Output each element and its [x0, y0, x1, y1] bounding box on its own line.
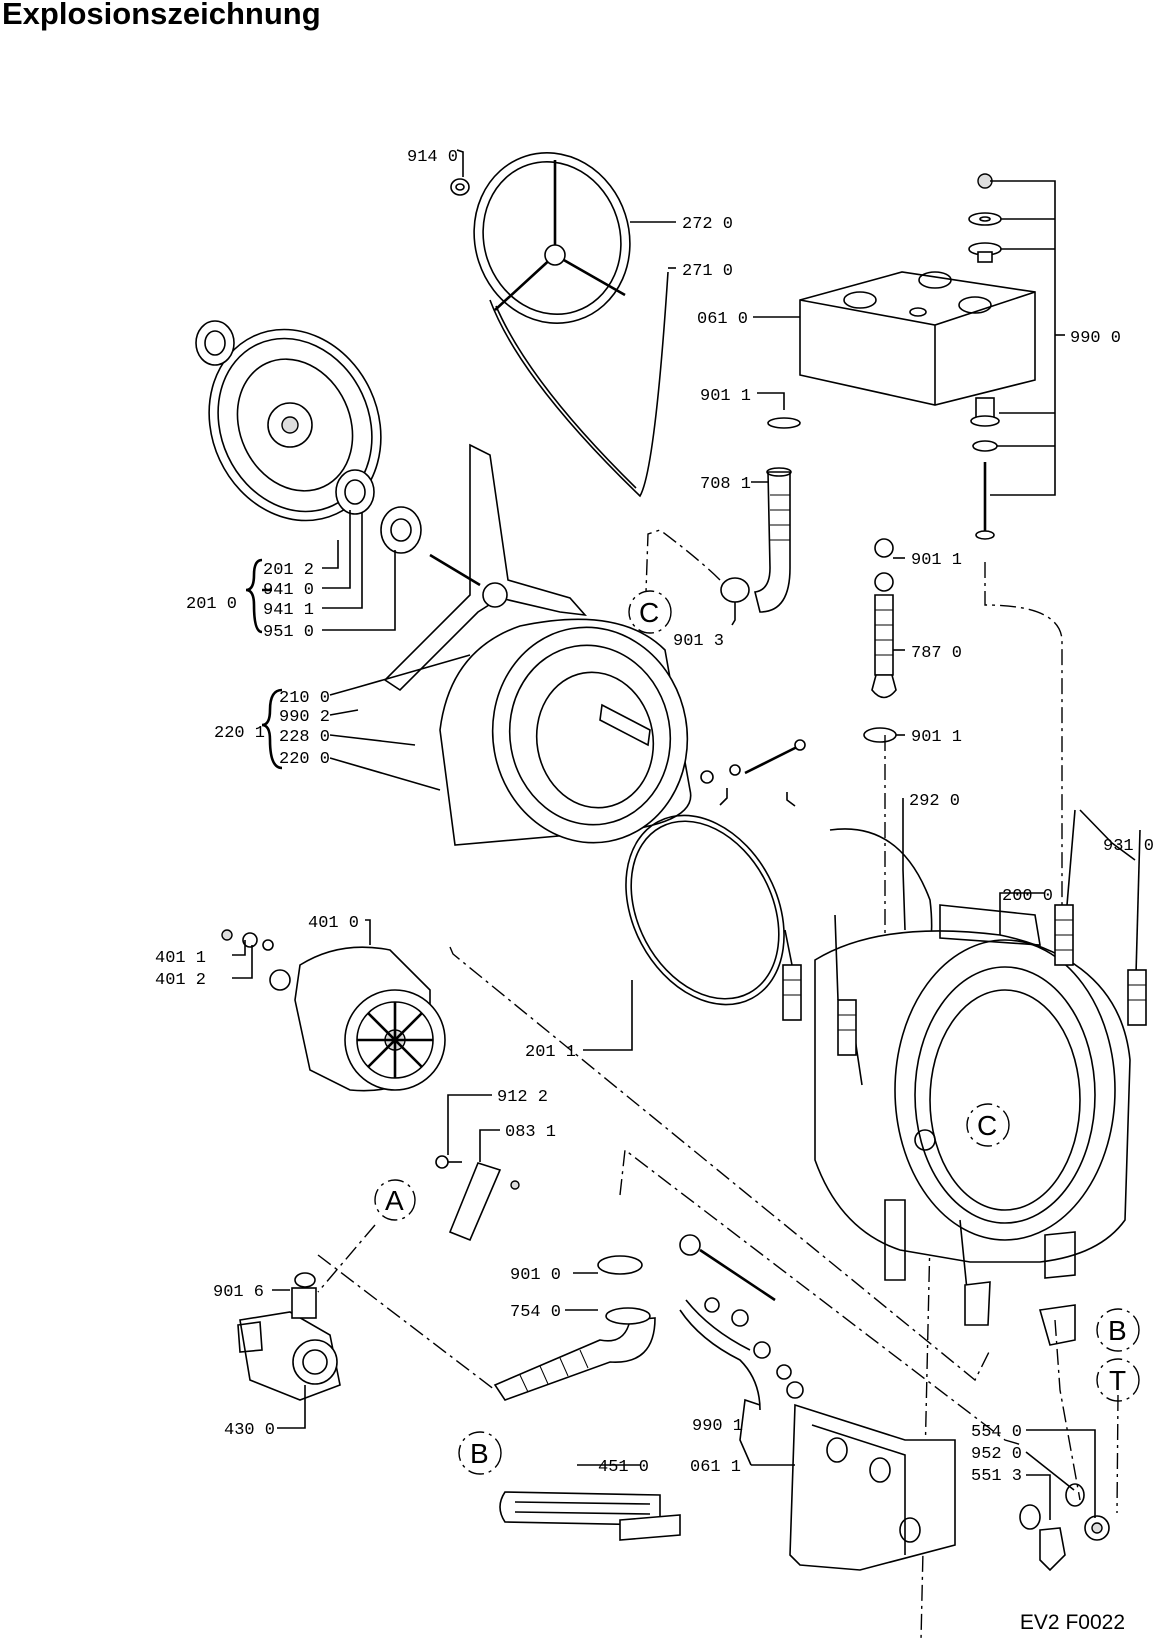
label-912-2: 912 2 [497, 1088, 548, 1107]
label-951-0: 951 0 [263, 623, 314, 642]
label-952-0: 952 0 [971, 1445, 1022, 1464]
label-292-0: 292 0 [909, 792, 960, 811]
tub-springs-part [782, 809, 1147, 1086]
label-201-0: 201 0 [186, 595, 237, 614]
label-220-0: 220 0 [279, 750, 330, 769]
label-271-0: 271 0 [682, 262, 733, 281]
label-901-3: 901 3 [673, 632, 724, 651]
label-708-1: 708 1 [700, 475, 751, 494]
fastener-kit-990-1-part [679, 1234, 804, 1411]
label-430-0: 430 0 [224, 1421, 275, 1440]
callout-c-tub-letter: C [977, 1110, 997, 1141]
callout-c-top-letter: C [639, 597, 659, 628]
shock-absorber-part [871, 572, 897, 699]
callout-b-right [1096, 1308, 1140, 1352]
callout-t [1096, 1358, 1140, 1402]
label-061-1: 061 1 [690, 1458, 741, 1477]
leader-lines [232, 149, 1136, 1520]
label-990-1: 990 1 [692, 1417, 743, 1436]
fastener-kit-990-0-part [968, 173, 1002, 540]
label-901-1-top: 901 1 [700, 387, 751, 406]
label-083-1: 083 1 [505, 1123, 556, 1142]
drain-pump-part [237, 1287, 341, 1401]
label-210-0: 210 0 [279, 689, 330, 708]
sensor-parts [1019, 1483, 1110, 1572]
label-201-1: 201 1 [525, 1043, 576, 1062]
drum-assembly-part [383, 443, 692, 846]
callout-b-left [458, 1431, 502, 1475]
callout-t-letter: T [1109, 1365, 1126, 1396]
label-451-0: 451 0 [598, 1458, 649, 1477]
label-901-0: 901 0 [510, 1266, 561, 1285]
callout-a-letter: A [385, 1185, 404, 1216]
bracket-part [435, 1155, 520, 1242]
label-401-2: 401 2 [155, 971, 206, 990]
label-990-2: 990 2 [279, 708, 330, 727]
label-901-1-mid: 901 1 [911, 551, 962, 570]
callout-b-left-letter: B [470, 1438, 489, 1469]
label-554-0: 554 0 [971, 1423, 1022, 1442]
counterweight-front-part [789, 1403, 956, 1571]
label-061-0: 061 0 [697, 310, 748, 329]
nut-914-0-part [450, 178, 470, 196]
label-551-3: 551 3 [971, 1467, 1022, 1486]
callout-a [374, 1179, 416, 1221]
label-228-0: 228 0 [279, 728, 330, 747]
label-754-0: 754 0 [510, 1303, 561, 1322]
heating-element-part [499, 1491, 681, 1541]
bearing-flange-part [195, 320, 422, 554]
callout-c-tub [966, 1103, 1010, 1147]
label-272-0: 272 0 [682, 215, 733, 234]
label-914-0: 914 0 [407, 148, 458, 167]
label-941-1: 941 1 [263, 601, 314, 620]
label-401-1: 401 1 [155, 949, 206, 968]
outer-tub-part [814, 904, 1131, 1346]
drain-hose-part [493, 1307, 656, 1401]
label-201-2: 201 2 [263, 561, 314, 580]
label-931-0: 931 0 [1103, 837, 1154, 856]
motor-part [221, 929, 446, 1092]
drawing-code: EV2 F0022 [1019, 1611, 1125, 1634]
tub-fasteners-part [700, 739, 806, 807]
label-401-0: 401 0 [308, 914, 359, 933]
label-901-1-low: 901 1 [911, 728, 962, 747]
hose-clips-part [294, 417, 897, 1288]
hose-708-1-part [754, 467, 792, 613]
part-labels: 914 0 272 0 271 0 061 0 990 0 901 1 708 … [155, 148, 1154, 1486]
label-901-6: 901 6 [213, 1283, 264, 1302]
callout-circles: C C A B B T [374, 590, 1140, 1475]
callout-c-top [628, 590, 672, 634]
drum-pulley-part [473, 152, 669, 498]
label-220-1: 220 1 [214, 724, 265, 743]
label-990-0: 990 0 [1070, 329, 1121, 348]
counterweight-top-part [799, 271, 1036, 406]
page-title: Explosionszeichnung [2, 0, 321, 31]
label-941-0: 941 0 [263, 581, 314, 600]
label-787-0: 787 0 [911, 644, 962, 663]
callout-b-right-letter: B [1108, 1315, 1127, 1346]
label-200-0: 200 0 [1002, 887, 1053, 906]
